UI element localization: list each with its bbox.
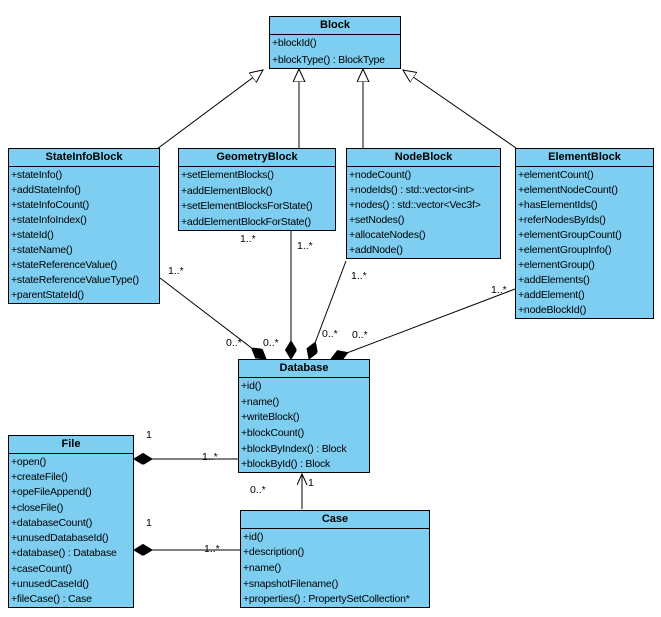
method-item: +addStateInfo() xyxy=(11,183,81,196)
method-item: +opeFileAppend() xyxy=(11,486,92,499)
class-box-stateinfoblock[interactable]: StateInfoBlock +stateInfo() +addStateInf… xyxy=(8,148,160,304)
class-methods: +elementCount() +elementNodeCount() +has… xyxy=(516,167,653,318)
method-item: +addElementBlock() xyxy=(181,184,273,197)
method-item: +elementGroup() xyxy=(518,259,595,272)
method-item: +elementGroupInfo() xyxy=(518,244,612,257)
class-title: Database xyxy=(239,360,369,378)
method-item: +blockId() xyxy=(272,37,317,50)
composition-stateinfoblock-database[interactable] xyxy=(159,277,266,359)
class-methods: +id() +description() +name() +snapshotFi… xyxy=(241,529,429,607)
method-item: +hasElementIds() xyxy=(518,198,598,211)
multiplicity-label: 1 xyxy=(308,477,314,489)
method-item: +id() xyxy=(243,530,264,543)
method-item: +setElementBlocks() xyxy=(181,168,274,181)
method-item: +addElementBlockForState() xyxy=(181,216,311,229)
method-item: +stateName() xyxy=(11,244,73,257)
method-item: +closeFile() xyxy=(11,501,64,514)
method-item: +stateReferenceValueType() xyxy=(11,274,139,287)
method-item: +database() : Database xyxy=(11,547,117,560)
class-title: File xyxy=(9,436,133,454)
class-methods: +setElementBlocks() +addElementBlock() +… xyxy=(179,167,335,230)
method-item: +fileCase() : Case xyxy=(11,593,92,606)
method-item: +stateReferenceValue() xyxy=(11,259,118,272)
class-box-elementblock[interactable]: ElementBlock +elementCount() +elementNod… xyxy=(515,148,654,319)
method-item: +referNodesByIds() xyxy=(518,213,606,226)
multiplicity-label: 1..* xyxy=(351,270,367,282)
class-title: ElementBlock xyxy=(516,149,653,167)
method-item: +parentStateId() xyxy=(11,289,84,302)
method-item: +writeBlock() xyxy=(241,411,300,424)
multiplicity-label: 0..* xyxy=(352,329,368,341)
method-item: +allocateNodes() xyxy=(349,229,426,242)
class-methods: +open() +createFile() +opeFileAppend() +… xyxy=(9,454,133,607)
multiplicity-label: 1..* xyxy=(240,233,256,245)
class-methods: +blockId() +blockType() : BlockType xyxy=(270,35,400,68)
class-box-case[interactable]: Case +id() +description() +name() +snaps… xyxy=(240,510,430,608)
method-item: +stateInfoCount() xyxy=(11,198,90,211)
method-item: +nodeIds() : std::vector<int> xyxy=(349,183,475,196)
multiplicity-label: 1..* xyxy=(204,543,220,555)
method-item: +id() xyxy=(241,379,262,392)
generalization-stateinfoblock-block[interactable] xyxy=(156,70,263,150)
method-item: +addElements() xyxy=(518,274,590,287)
class-methods: +nodeCount() +nodeIds() : std::vector<in… xyxy=(347,167,500,258)
method-item: +unusedCaseId() xyxy=(11,578,89,591)
method-item: +properties() : PropertySetCollection* xyxy=(243,593,410,606)
method-item: +blockById() : Block xyxy=(241,458,331,471)
method-item: +open() xyxy=(11,455,47,468)
generalization-elementblock-block[interactable] xyxy=(403,70,517,149)
class-title: NodeBlock xyxy=(347,149,500,167)
method-item: +elementNodeCount() xyxy=(518,183,618,196)
method-item: +blockCount() xyxy=(241,426,305,439)
method-item: +nodes() : std::vector<Vec3f> xyxy=(349,198,481,211)
class-box-geometryblock[interactable]: GeometryBlock +setElementBlocks() +addEl… xyxy=(178,148,336,231)
method-item: +name() xyxy=(243,561,281,574)
method-item: +stateInfoIndex() xyxy=(11,213,87,226)
multiplicity-label: 1..* xyxy=(168,265,184,277)
method-item: +description() xyxy=(243,546,305,559)
composition-nodeblock-database[interactable] xyxy=(309,260,347,359)
method-item: +name() xyxy=(241,395,279,408)
class-box-nodeblock[interactable]: NodeBlock +nodeCount() +nodeIds() : std:… xyxy=(346,148,501,259)
method-item: +elementGroupCount() xyxy=(518,228,622,241)
multiplicity-label: 1..* xyxy=(491,284,507,296)
method-item: +stateInfo() xyxy=(11,168,63,181)
composition-elementblock-database[interactable] xyxy=(331,288,516,359)
multiplicity-label: 0..* xyxy=(226,337,242,349)
method-item: +snapshotFilename() xyxy=(243,577,339,590)
multiplicity-label: 1 xyxy=(146,517,152,529)
method-item: +elementCount() xyxy=(518,168,594,181)
method-item: +addNode() xyxy=(349,244,403,257)
method-item: +setElementBlocksForState() xyxy=(181,200,313,213)
method-item: +addElement() xyxy=(518,289,585,302)
class-methods: +id() +name() +writeBlock() +blockCount(… xyxy=(239,378,369,472)
class-box-file[interactable]: File +open() +createFile() +opeFileAppen… xyxy=(8,435,134,608)
multiplicity-label: 1 xyxy=(146,429,152,441)
method-item: +stateId() xyxy=(11,228,54,241)
class-box-block[interactable]: Block +blockId() +blockType() : BlockTyp… xyxy=(269,16,401,69)
class-title: Block xyxy=(270,17,400,35)
method-item: +nodeCount() xyxy=(349,168,412,181)
multiplicity-label: 0..* xyxy=(250,484,266,496)
method-item: +caseCount() xyxy=(11,562,72,575)
method-item: +blockType() : BlockType xyxy=(272,53,385,66)
class-box-database[interactable]: Database +id() +name() +writeBlock() +bl… xyxy=(238,359,370,473)
class-title: Case xyxy=(241,511,429,529)
class-methods: +stateInfo() +addStateInfo() +stateInfoC… xyxy=(9,167,159,303)
method-item: +createFile() xyxy=(11,470,68,483)
class-title: StateInfoBlock xyxy=(9,149,159,167)
multiplicity-label: 0..* xyxy=(263,337,279,349)
method-item: +unusedDatabaseId() xyxy=(11,532,109,545)
method-item: +blockByIndex() : Block xyxy=(241,442,347,455)
method-item: +nodeBlockId() xyxy=(518,304,587,317)
class-title: GeometryBlock xyxy=(179,149,335,167)
method-item: +setNodes() xyxy=(349,214,405,227)
multiplicity-label: 0..* xyxy=(322,328,338,340)
method-item: +databaseCount() xyxy=(11,516,93,529)
multiplicity-label: 1..* xyxy=(297,240,313,252)
multiplicity-label: 1..* xyxy=(202,451,218,463)
